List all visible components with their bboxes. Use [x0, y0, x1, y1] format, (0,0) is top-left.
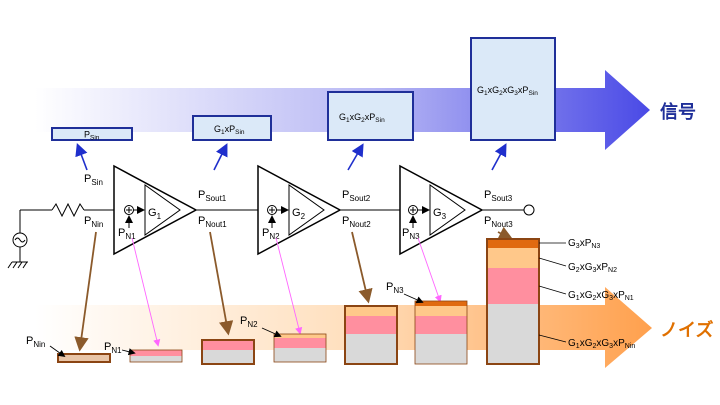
signal-arrows [75, 143, 507, 171]
svg-text:PSin: PSin [84, 173, 103, 187]
svg-text:PN3: PN3 [386, 281, 404, 295]
amplifier-3 [399, 164, 535, 256]
svg-text:G1xG2xG3xPNin: G1xG2xG3xPNin [568, 338, 635, 350]
amplifier-1 [113, 164, 258, 256]
svg-text:G1: G1 [148, 207, 162, 221]
signal-label: 信号 [660, 101, 696, 123]
signal-box-4: G1xG2xG3xPSin [470, 37, 556, 141]
svg-text:G1xG2xG3xPN1: G1xG2xG3xPN1 [568, 290, 634, 302]
noise-stack-3 [201, 339, 255, 365]
noise-label: ノイズ [660, 319, 713, 341]
amplifier-labels: G1 G2 G3 PN1 PN2 PN3 PSin PNin PSout1 PN… [84, 173, 513, 241]
svg-text:G3xPN3: G3xPN3 [568, 238, 600, 250]
signal-box-1: PSin [51, 127, 133, 142]
svg-text:PN3: PN3 [402, 227, 420, 241]
svg-text:PNin: PNin [84, 215, 103, 229]
svg-text:PNout3: PNout3 [484, 215, 513, 229]
svg-text:PN1: PN1 [118, 227, 136, 241]
noise-stack-1 [57, 353, 111, 363]
svg-text:PSout2: PSout2 [342, 189, 371, 203]
svg-text:PSout3: PSout3 [484, 189, 513, 203]
svg-text:G2xG3xPN2: G2xG3xPN2 [568, 262, 617, 274]
noise-leader-arrows [74, 226, 514, 352]
svg-text:PNout2: PNout2 [342, 215, 371, 229]
noise-stack-7 [486, 238, 540, 365]
noise-injection-arrows [131, 237, 442, 347]
svg-text:PSout1: PSout1 [198, 189, 227, 203]
noise-stack-6 [414, 300, 468, 365]
svg-text:G2: G2 [292, 207, 306, 221]
svg-text:G1xG2xPSin: G1xG2xPSin [339, 112, 385, 124]
noise-stack-2 [129, 349, 183, 363]
signal-source [7, 202, 114, 269]
amplifier-2 [257, 164, 400, 256]
svg-text:PNout1: PNout1 [198, 215, 227, 229]
final-stack-legend: G3xPN3 G2xG3xPN2 G1xG2xG3xPN1 G1xG2xG3xP… [538, 238, 635, 350]
noise-flow-arrow [35, 287, 652, 368]
noise-stack-4 [273, 333, 327, 363]
svg-text:PN2: PN2 [262, 227, 280, 241]
signal-box-3: G1xG2xPSin [327, 91, 414, 141]
signal-box-2: G1xPSin [192, 115, 272, 141]
svg-text:G3: G3 [433, 207, 447, 221]
svg-text:G1xG2xG3xPSin: G1xG2xG3xPSin [477, 85, 538, 97]
noise-stack-5 [344, 305, 398, 365]
